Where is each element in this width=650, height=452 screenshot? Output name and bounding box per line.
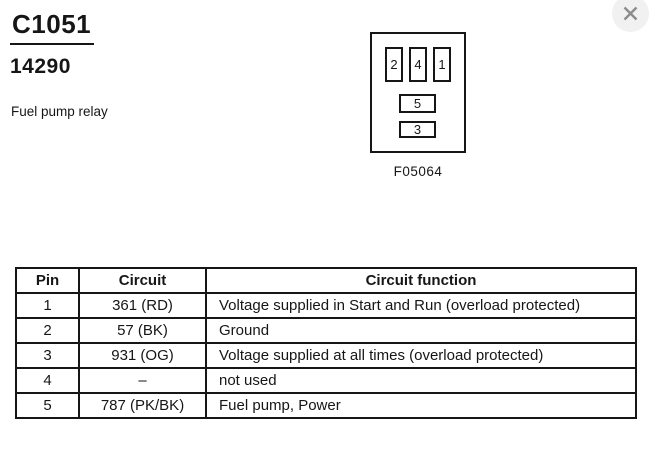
table-row: 2 57 (BK) Ground [15, 317, 637, 344]
circuit-function: not used [205, 367, 637, 394]
header-pin: Pin [15, 267, 80, 294]
connector-description: Fuel pump relay [11, 104, 108, 119]
pin-number: 3 [15, 342, 80, 369]
table-row: 1 361 (RD) Voltage supplied in Start and… [15, 292, 637, 319]
cavity-4: 4 [409, 47, 427, 82]
cavity-2: 2 [385, 47, 403, 82]
circuit-function: Voltage supplied in Start and Run (overl… [205, 292, 637, 319]
cavity-3: 3 [399, 121, 436, 138]
pin-number: 5 [15, 392, 80, 419]
table-header-row: Pin Circuit Circuit function [15, 267, 637, 294]
circuit-code: 931 (OG) [78, 342, 207, 369]
close-button[interactable] [612, 0, 649, 32]
circuit-code: 361 (RD) [78, 292, 207, 319]
figure-number-label: F05064 [393, 164, 443, 179]
cavity-5: 5 [399, 94, 436, 113]
connector-diagram: 2 4 1 5 3 [370, 32, 466, 153]
pin-number: 4 [15, 367, 80, 394]
connector-part-number: 14290 [10, 55, 71, 78]
circuit-code: – [78, 367, 207, 394]
circuit-function: Voltage supplied at all times (overload … [205, 342, 637, 369]
circuit-function: Fuel pump, Power [205, 392, 637, 419]
circuit-code: 57 (BK) [78, 317, 207, 344]
circuit-code: 787 (PK/BK) [78, 392, 207, 419]
cavity-1: 1 [433, 47, 451, 82]
close-icon [622, 5, 639, 22]
circuit-function: Ground [205, 317, 637, 344]
header-circuit-function: Circuit function [205, 267, 637, 294]
table-row: 5 787 (PK/BK) Fuel pump, Power [15, 392, 637, 419]
header-circuit: Circuit [78, 267, 207, 294]
pin-function-table: Pin Circuit Circuit function 1 361 (RD) … [15, 267, 637, 419]
table-row: 4 – not used [15, 367, 637, 394]
pin-number: 1 [15, 292, 80, 319]
pin-number: 2 [15, 317, 80, 344]
table-row: 3 931 (OG) Voltage supplied at all times… [15, 342, 637, 369]
connector-id-title: C1051 [10, 9, 95, 45]
